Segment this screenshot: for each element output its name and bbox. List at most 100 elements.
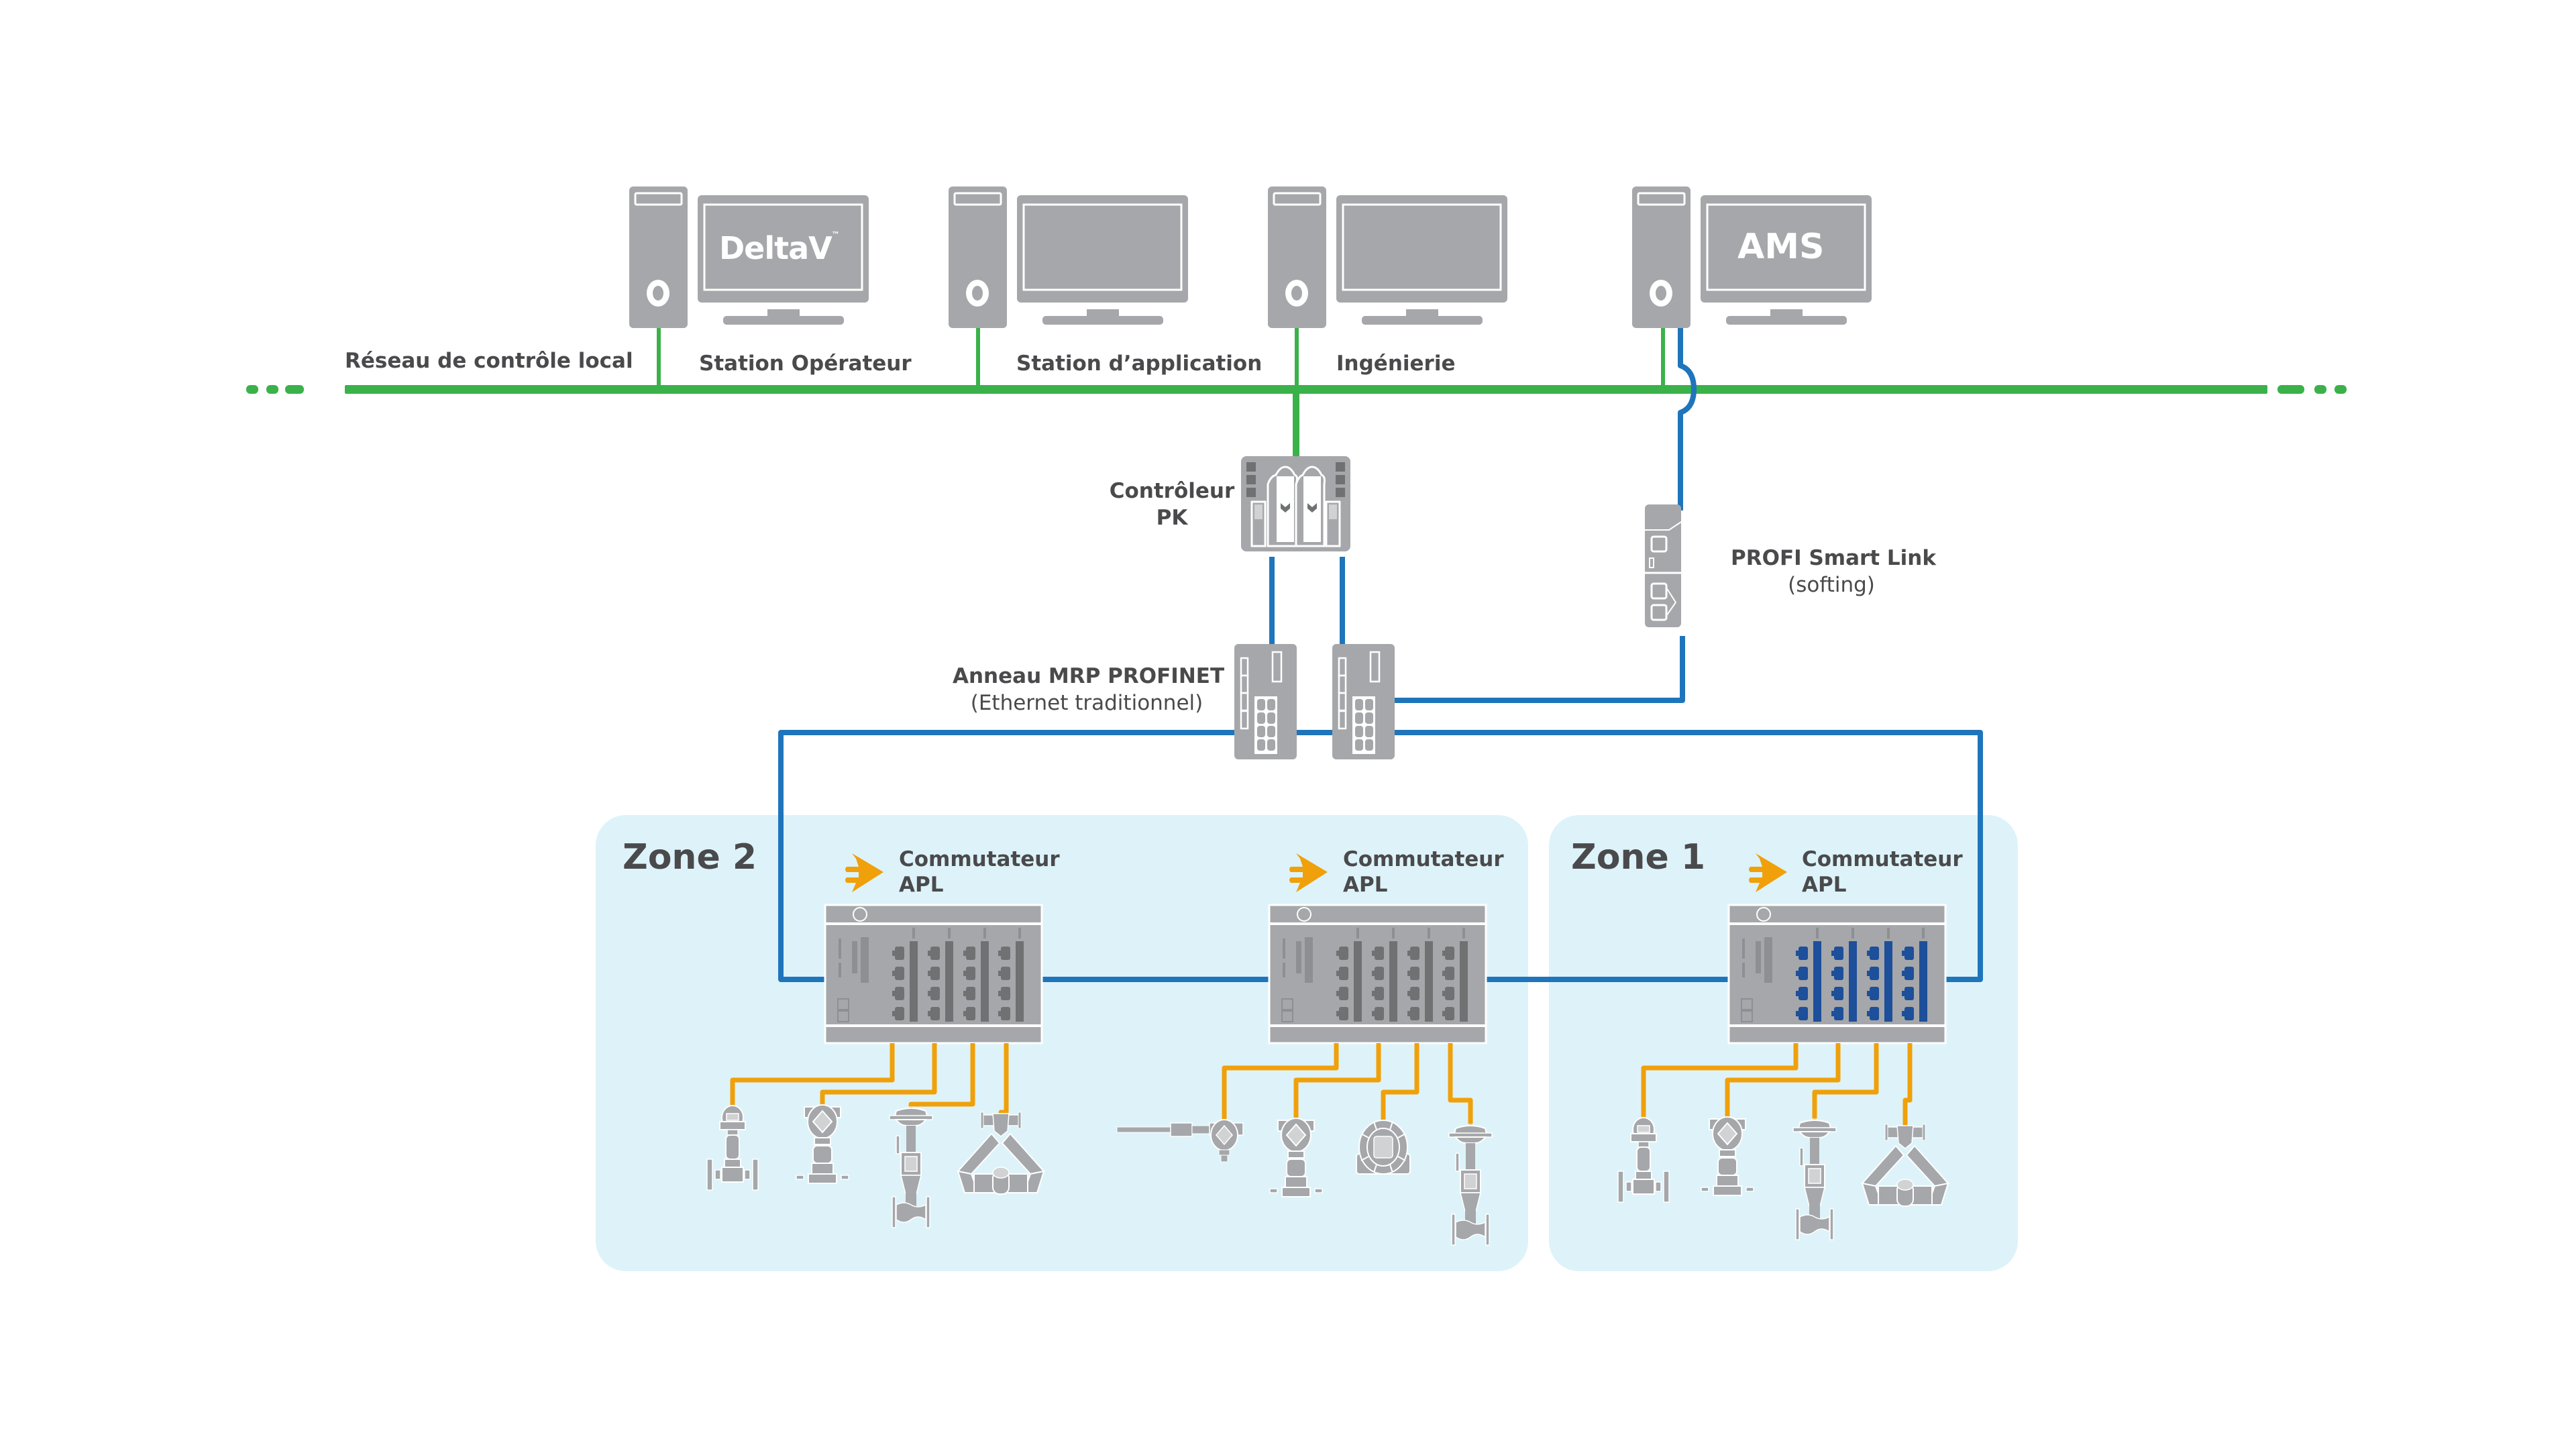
profi-smart-link-title: PROFI Smart Link bbox=[1731, 546, 1936, 570]
ethernet-switch-icon bbox=[1331, 643, 1396, 761]
apl-port bbox=[1375, 1007, 1384, 1020]
apl-switch-label-line1: Commutateur bbox=[899, 847, 1060, 871]
workstation-engineering[interactable] bbox=[1267, 185, 1509, 329]
apl-port bbox=[1339, 967, 1348, 980]
apl-switch-label-line2: APL bbox=[1802, 873, 1847, 897]
workstation-application-label: Station d’application bbox=[1016, 352, 1263, 376]
apl-port bbox=[966, 967, 975, 980]
apl-port bbox=[1799, 967, 1808, 980]
apl-cables-switch-1 bbox=[730, 1043, 1009, 1115]
local-control-network-bus bbox=[246, 327, 2347, 463]
apl-port bbox=[1834, 1007, 1843, 1020]
pk-controller-icon[interactable] bbox=[1241, 456, 1350, 551]
workstation-engineering-label: Ingénierie bbox=[1336, 352, 1456, 376]
apl-spur-cable bbox=[1902, 1043, 1913, 1126]
apl-port bbox=[895, 967, 904, 980]
apl-port bbox=[930, 967, 940, 980]
apl-switch-3[interactable] bbox=[1727, 853, 1947, 1044]
zone-1-title: Zone 1 bbox=[1571, 837, 1706, 877]
apl-spur-cable bbox=[1725, 1043, 1841, 1119]
apl-port bbox=[1870, 967, 1879, 980]
apl-port bbox=[1834, 947, 1843, 960]
apl-port bbox=[895, 987, 904, 1000]
apl-switch-1[interactable] bbox=[824, 853, 1043, 1044]
profinet-switch-2[interactable] bbox=[1331, 643, 1396, 761]
profi-smart-link-subtitle: (softing) bbox=[1788, 573, 1875, 597]
apl-spur-cable bbox=[1812, 1043, 1879, 1119]
apl-port bbox=[1339, 987, 1348, 1000]
apl-switch-2-label: Commutateur APL bbox=[1343, 847, 1504, 898]
desktop-computer-icon bbox=[947, 185, 1189, 329]
workstation-operator-label: Station Opérateur bbox=[699, 352, 912, 376]
apl-spur-cable bbox=[1293, 1043, 1381, 1120]
apl-port bbox=[1410, 967, 1419, 980]
apl-port bbox=[1339, 947, 1348, 960]
profinet-cabling bbox=[778, 327, 1983, 982]
controller-label-line2: PK bbox=[1156, 506, 1188, 530]
apl-port bbox=[1445, 947, 1454, 960]
trademark-symbol: ™ bbox=[831, 230, 840, 239]
controller-label: Contrôleur PK bbox=[1108, 478, 1236, 531]
deltav-logo-text: DeltaV™ bbox=[719, 230, 840, 266]
apl-switch-label-line1: Commutateur bbox=[1343, 847, 1504, 871]
ams-logo-text: AMS bbox=[1737, 227, 1825, 267]
apl-switch-1-label: Commutateur APL bbox=[899, 847, 1060, 898]
apl-switch-2[interactable] bbox=[1268, 853, 1487, 1044]
lan-label: Réseau de contrôle local bbox=[345, 349, 633, 373]
apl-port bbox=[1834, 987, 1843, 1000]
mrp-ring-title: Anneau MRP PROFINET bbox=[953, 664, 1225, 688]
apl-port bbox=[1870, 1007, 1879, 1020]
apl-port bbox=[1410, 987, 1419, 1000]
apl-port bbox=[1375, 947, 1384, 960]
zone-2-title: Zone 2 bbox=[623, 837, 757, 877]
apl-spur-cable bbox=[1222, 1043, 1339, 1120]
apl-spur-cable bbox=[1448, 1043, 1473, 1124]
apl-port bbox=[966, 1007, 975, 1020]
apl-port bbox=[1339, 1007, 1348, 1020]
apl-spur-cable bbox=[820, 1043, 937, 1107]
profinet-switch-1[interactable] bbox=[1233, 643, 1298, 761]
controller-label-line1: Contrôleur bbox=[1109, 479, 1235, 503]
profi-smart-link-label: PROFI Smart Link (softing) bbox=[1731, 545, 1936, 598]
apl-port bbox=[1445, 967, 1454, 980]
apl-switch-label-line2: APL bbox=[899, 873, 944, 897]
apl-port bbox=[895, 947, 904, 960]
apl-port bbox=[1001, 967, 1010, 980]
mrp-ring-label: Anneau MRP PROFINET (Ethernet traditionn… bbox=[953, 663, 1225, 716]
apl-port bbox=[1870, 947, 1879, 960]
apl-switch-label-line1: Commutateur bbox=[1802, 847, 1963, 871]
apl-port bbox=[1001, 947, 1010, 960]
apl-cables-switch-3 bbox=[1641, 1043, 1913, 1126]
apl-port bbox=[930, 1007, 940, 1020]
apl-port bbox=[1904, 1007, 1914, 1020]
apl-switch-label-line2: APL bbox=[1343, 873, 1388, 897]
apl-port bbox=[895, 1007, 904, 1020]
apl-port bbox=[1375, 967, 1384, 980]
apl-port bbox=[1834, 967, 1843, 980]
apl-spur-cable bbox=[1381, 1043, 1419, 1120]
apl-spur-cable bbox=[730, 1043, 895, 1107]
apl-port bbox=[1799, 1007, 1808, 1020]
deltav-logo: DeltaV bbox=[719, 230, 833, 266]
desktop-computer-icon bbox=[1267, 185, 1509, 329]
apl-port bbox=[1410, 947, 1419, 960]
apl-port bbox=[1001, 987, 1010, 1000]
apl-port bbox=[966, 947, 975, 960]
apl-port bbox=[930, 947, 940, 960]
apl-port bbox=[1001, 1007, 1010, 1020]
apl-spur-cable bbox=[908, 1043, 975, 1107]
ethernet-switch-icon bbox=[1233, 643, 1298, 761]
apl-port bbox=[1904, 947, 1914, 960]
apl-port bbox=[966, 987, 975, 1000]
workstation-application[interactable] bbox=[947, 185, 1189, 329]
gateway-icon[interactable] bbox=[1645, 504, 1682, 627]
apl-spur-cable bbox=[998, 1043, 1009, 1115]
apl-port bbox=[1904, 967, 1914, 980]
apl-spur-cable bbox=[1641, 1043, 1799, 1119]
apl-port bbox=[1799, 947, 1808, 960]
apl-port bbox=[1445, 987, 1454, 1000]
apl-port bbox=[1904, 987, 1914, 1000]
apl-cables-switch-2 bbox=[1222, 1043, 1473, 1124]
apl-port bbox=[1870, 987, 1879, 1000]
